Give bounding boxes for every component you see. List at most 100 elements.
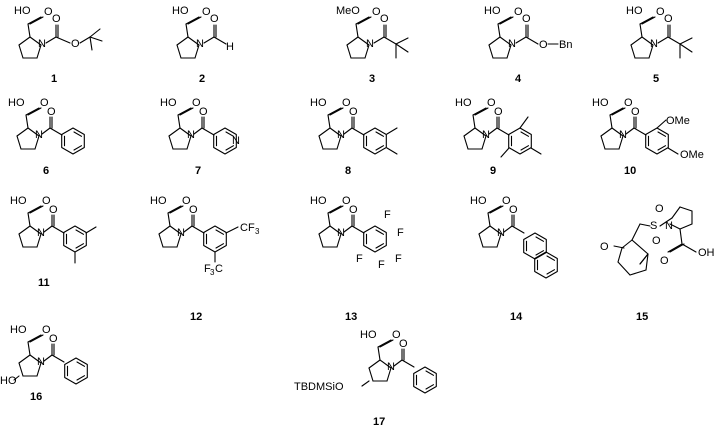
compound-12: HO O N O CF 3 F 3 C 12 — [150, 195, 260, 323]
atom-label: O — [655, 203, 664, 215]
compound-15: O S O N O OH O 15 — [600, 203, 715, 323]
compound-number: 11 — [38, 277, 50, 289]
compound-8: HO O N O 8 — [310, 97, 398, 177]
atom-label: HO — [484, 5, 501, 17]
atom-label: O — [514, 6, 523, 18]
compound-5: HO O N O 5 — [626, 5, 693, 85]
atom-label: O — [631, 106, 640, 118]
atom-label: O — [624, 97, 633, 109]
atom-label: F — [204, 263, 211, 275]
atom-label: HO — [14, 5, 31, 17]
atom-label: HO — [626, 5, 643, 17]
atom-label: HO — [10, 324, 27, 336]
atom-label: O — [509, 204, 518, 216]
atom-label: HO — [0, 375, 17, 387]
atom-label: O — [342, 195, 351, 207]
atom-label: HO — [455, 97, 472, 109]
compound-number: 17 — [373, 416, 385, 428]
atom-label: N — [619, 129, 627, 141]
atom-label: O — [42, 195, 51, 207]
atom-label: O — [494, 106, 503, 118]
atom-label: HO — [8, 97, 25, 109]
atom-label: N — [366, 38, 374, 50]
atom-label: HO — [592, 97, 609, 109]
compound-number: 8 — [345, 165, 351, 177]
atom-label: HO — [150, 195, 167, 207]
compound-4: HO O N O O Bn 4 — [484, 5, 572, 85]
atom-label: N — [187, 129, 195, 141]
atom-label: HO — [360, 329, 377, 341]
compound-3: MeO O N O 3 — [336, 5, 409, 85]
atom-label: N — [497, 227, 505, 239]
atom-label: HO — [310, 195, 327, 207]
atom-label: O — [522, 13, 531, 25]
atom-label: O — [42, 324, 51, 336]
compound-1: HO O N O O 1 — [14, 5, 103, 85]
atom-label: Bn — [559, 39, 572, 51]
atom-label: H — [226, 41, 234, 53]
compound-number: 16 — [30, 391, 42, 403]
compound-number: 12 — [190, 311, 202, 323]
compound-number: 2 — [199, 73, 205, 85]
compound-13: HO O N O F F F F F 13 — [310, 195, 404, 323]
atom-label: N — [35, 129, 43, 141]
atom-label: O — [380, 13, 389, 25]
atom-label: HO — [470, 195, 487, 207]
compound-number: 10 — [624, 165, 636, 177]
compound-17: HO O N O TBDMSiO 17 — [294, 329, 437, 428]
atom-label: N — [37, 227, 45, 239]
atom-label: O — [189, 204, 198, 216]
atom-subscript: 3 — [210, 268, 215, 277]
atom-label: HO — [160, 97, 177, 109]
atom-label: N — [387, 361, 395, 373]
atom-label: O — [182, 195, 191, 207]
atom-label: O — [199, 106, 208, 118]
compound-2: HO O N O H 2 — [172, 5, 234, 85]
atom-label: O — [487, 97, 496, 109]
atom-label: S — [650, 220, 657, 232]
atom-label: O — [342, 97, 351, 109]
atom-label: O — [392, 329, 401, 341]
atom-label: N — [482, 129, 490, 141]
atom-label: O — [660, 255, 669, 267]
atom-label: O — [664, 13, 673, 25]
atom-label: HO — [172, 5, 189, 17]
compound-number: 4 — [515, 73, 522, 85]
atom-label: TBDMSiO — [294, 381, 344, 393]
atom-label: O — [349, 106, 358, 118]
atom-label: N — [232, 135, 240, 147]
atom-label: C — [215, 263, 223, 275]
atom-label: O — [52, 13, 61, 25]
atom-label: O — [652, 235, 661, 247]
atom-label: O — [40, 97, 49, 109]
atom-label: F — [395, 253, 402, 265]
atom-label: N — [650, 38, 658, 50]
atom-label: OMe — [666, 115, 690, 127]
compound-14: HO O N O 14 — [470, 195, 558, 323]
atom-label: O — [349, 204, 358, 216]
compound-number: 13 — [345, 311, 357, 323]
compound-number: 7 — [195, 165, 201, 177]
atom-label: N — [665, 220, 673, 232]
atom-label: HO — [10, 195, 27, 207]
atom-label: O — [49, 333, 58, 345]
atom-label: CF — [240, 222, 255, 234]
atom-subscript: 3 — [255, 227, 260, 236]
compound-9: HO O N O 9 — [455, 97, 542, 177]
atom-label: N — [37, 356, 45, 368]
compound-number: 14 — [510, 311, 523, 323]
compound-16: HO O N O HO 16 — [0, 324, 88, 403]
atom-label: O — [71, 38, 80, 50]
atom-label: MeO — [336, 5, 360, 17]
atom-label: O — [600, 241, 609, 253]
compound-number: 15 — [636, 311, 648, 323]
compound-number: 6 — [43, 165, 49, 177]
compound-11: HO O N O 11 — [10, 195, 97, 289]
atom-label: N — [177, 227, 185, 239]
atom-label: F — [397, 227, 404, 239]
atom-label: O — [210, 13, 219, 25]
atom-label: O — [44, 6, 53, 18]
compound-number: 5 — [653, 73, 659, 85]
compound-number: 3 — [369, 73, 375, 85]
